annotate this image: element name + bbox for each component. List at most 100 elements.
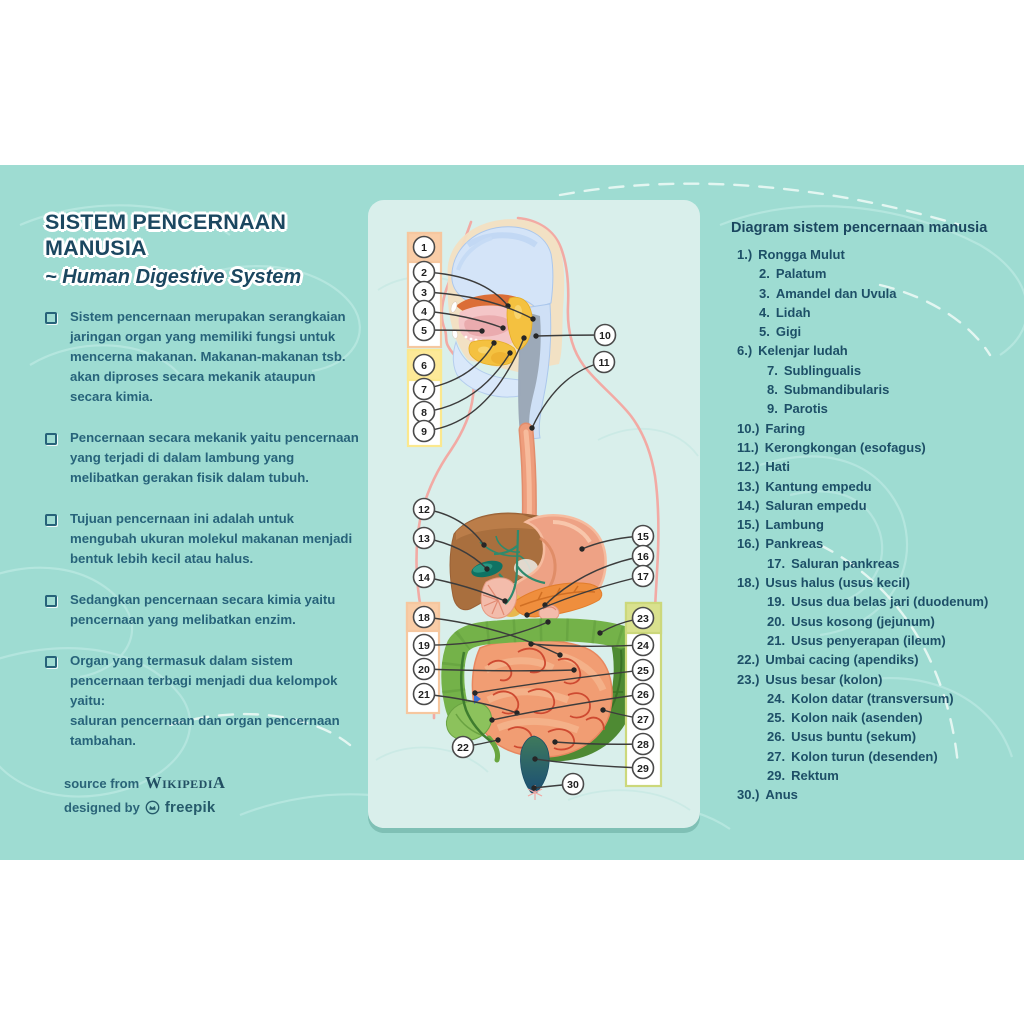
marker-circle-18 xyxy=(412,605,436,629)
leader-dot-20 xyxy=(571,667,577,673)
intestine-vessels xyxy=(487,647,605,751)
legend-item: 27.Kolon turun (desenden) xyxy=(731,747,1016,766)
marker-1: 1 xyxy=(412,235,436,259)
legend-item-label: Pankreas xyxy=(765,536,824,552)
marker-19: 19 xyxy=(412,633,436,657)
legend-item: 4.Lidah xyxy=(731,303,1016,322)
skull-shading-2 xyxy=(456,236,493,271)
legend-item: 5.Gigi xyxy=(731,322,1016,341)
legend-item-label: Sublingualis xyxy=(783,362,862,378)
bullet-item: Organ yang termasuk dalam sistem pencern… xyxy=(45,651,360,751)
marker-5: 5 xyxy=(412,318,436,342)
marker-23: 23 xyxy=(631,606,655,630)
marker-number-29: 29 xyxy=(637,763,649,775)
legend-item-number: 21. xyxy=(767,632,786,648)
legend-item-label: Faring xyxy=(765,420,806,436)
legend-item-label: Usus halus (usus kecil) xyxy=(765,575,910,591)
legend-item-number: 20. xyxy=(767,613,786,629)
bullet-text: Tujuan pencernaan ini adalah untuk mengu… xyxy=(70,511,353,566)
legend-item: 23.)Usus besar (kolon) xyxy=(731,670,1016,689)
leader-line-25 xyxy=(474,669,644,694)
marker-circle-23 xyxy=(631,606,655,630)
marker-circle-28 xyxy=(631,732,655,756)
marker-number-8: 8 xyxy=(421,407,427,419)
marker-number-11: 11 xyxy=(598,357,609,369)
bullet-square-icon xyxy=(45,433,57,445)
leader-dot-12 xyxy=(481,542,487,548)
bullet-text: Sedangkan pencernaan secara kimia yaitu … xyxy=(70,592,336,627)
number-markers: 1234567891011121314151617181920212223242… xyxy=(412,235,655,796)
marker-circle-24 xyxy=(631,633,655,657)
legend-item-number: 3. xyxy=(759,285,770,301)
marker-2: 2 xyxy=(412,260,436,284)
marker-number-3: 3 xyxy=(421,287,427,299)
leader-dot-23 xyxy=(597,630,603,636)
marker-circle-10 xyxy=(593,323,617,347)
legend-item-number: 24. xyxy=(767,690,786,706)
marker-number-1: 1 xyxy=(421,242,427,254)
legend-item-number: 12.) xyxy=(737,459,760,475)
marker-circle-25 xyxy=(631,658,655,682)
legend-item: 26.Usus buntu (sekum) xyxy=(731,727,1016,746)
designed-by-label: designed by xyxy=(64,800,140,815)
marker-number-13: 13 xyxy=(418,533,430,545)
bullet-item: Sistem pencernaan merupakan serangkaian … xyxy=(45,307,360,407)
leader-dot-14 xyxy=(502,598,508,604)
legend-heading: Diagram sistem pencernaan manusia xyxy=(731,220,988,236)
bullet-item: Tujuan pencernaan ini adalah untuk mengu… xyxy=(45,509,360,569)
leader-dot-9 xyxy=(521,335,527,341)
legend-item-label: Kolon naik (asenden) xyxy=(791,710,923,726)
legend-item: 10.)Faring xyxy=(731,419,1016,438)
legend-item: 6.)Kelenjar ludah xyxy=(731,341,1016,360)
marker-21: 21 xyxy=(412,682,436,706)
marker-30: 30 xyxy=(561,772,585,796)
marker-number-26: 26 xyxy=(637,689,649,701)
legend-item-number: 13.) xyxy=(737,478,760,494)
marker-4: 4 xyxy=(412,299,436,323)
legend-item-label: Gigi xyxy=(775,324,802,340)
marker-20: 20 xyxy=(412,657,436,681)
marker-circle-17 xyxy=(631,564,655,588)
marker-number-2: 2 xyxy=(421,267,427,279)
leader-line-8 xyxy=(423,352,511,413)
leader-dot-28 xyxy=(552,739,558,745)
legend-item-label: Lambung xyxy=(765,517,824,533)
marker-14: 14 xyxy=(412,565,436,589)
bullet-square-icon xyxy=(45,312,57,324)
marker-16: 16 xyxy=(631,544,655,568)
marker-3: 3 xyxy=(412,280,436,304)
poster-background: SISTEM PENCERNAAN MANUSIA ~ Human Digest… xyxy=(0,165,1024,860)
bullet-text: Pencernaan secara mekanik yaitu pencerna… xyxy=(70,430,359,485)
marker-number-12: 12 xyxy=(418,504,430,516)
leader-dot-4 xyxy=(500,325,506,331)
marker-6: 6 xyxy=(412,353,436,377)
contour-decoration xyxy=(0,182,1024,830)
legend-item-label: Kolon datar (transversum) xyxy=(791,690,954,706)
marker-12: 12 xyxy=(412,497,436,521)
legend-item-label: Umbai cacing (apendiks) xyxy=(765,652,919,668)
marker-number-6: 6 xyxy=(421,360,427,372)
legend-item: 15.)Lambung xyxy=(731,515,1016,534)
marker-circle-29 xyxy=(631,756,655,780)
bullet-square-icon xyxy=(45,595,57,607)
marker-circle-14 xyxy=(412,565,436,589)
legend-item-number: 17. xyxy=(767,555,786,571)
leader-line-2 xyxy=(423,271,509,307)
leader-line-16 xyxy=(544,555,644,606)
marker-number-18: 18 xyxy=(418,612,430,624)
marker-26: 26 xyxy=(631,682,655,706)
marker-number-14: 14 xyxy=(418,572,430,584)
rectum-shape xyxy=(520,735,550,800)
marker-circle-13 xyxy=(412,526,436,550)
legend-item: 7.Sublingualis xyxy=(731,361,1016,380)
marker-number-23: 23 xyxy=(637,613,649,625)
legend-item-label: Lidah xyxy=(775,304,811,320)
marker-circle-6 xyxy=(412,353,436,377)
info-column: SISTEM PENCERNAAN MANUSIA ~ Human Digest… xyxy=(45,209,360,772)
leader-line-3 xyxy=(423,291,534,320)
leader-line-17 xyxy=(526,575,644,616)
legend-item-label: Usus besar (kolon) xyxy=(765,671,883,687)
leader-dot-10 xyxy=(533,333,539,339)
